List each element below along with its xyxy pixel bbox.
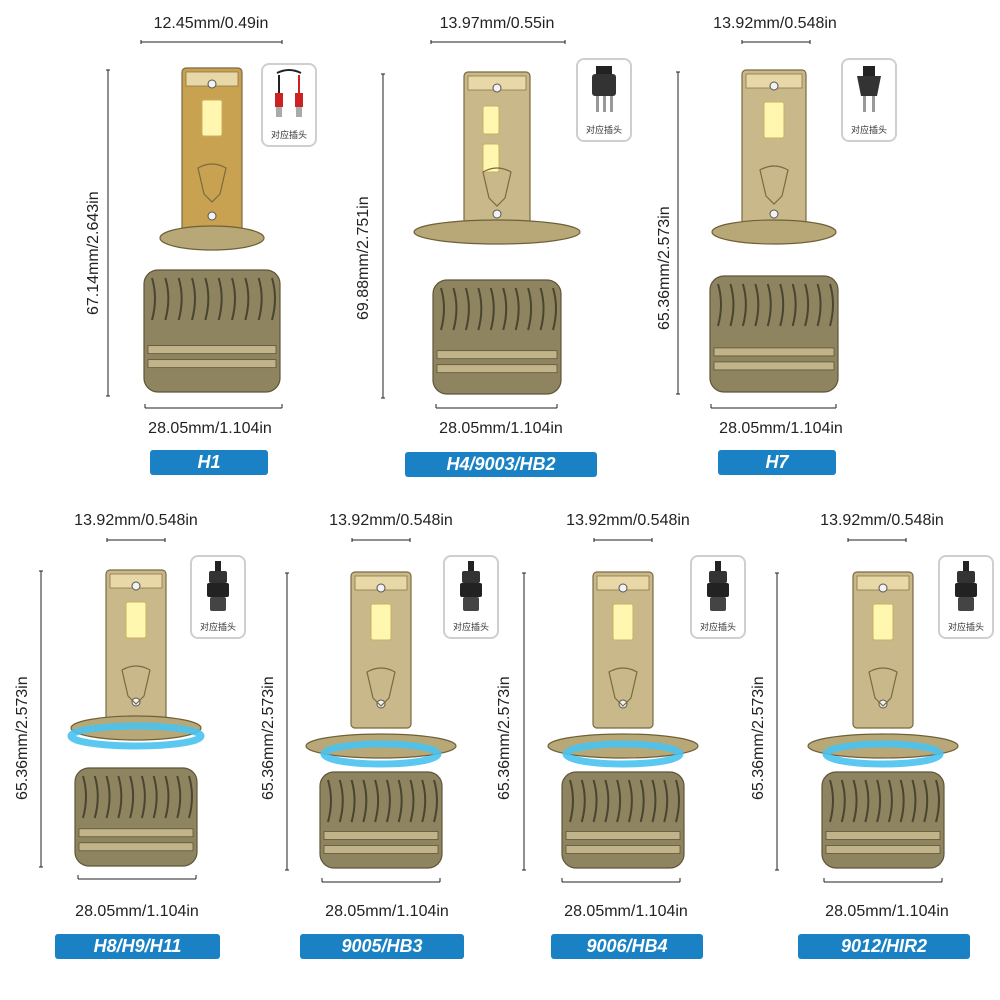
bulb-h7-image [676, 40, 839, 409]
top-dimension: 13.92mm/0.548in [820, 512, 944, 529]
type-label-9006: 9006/HB4 [551, 934, 703, 959]
top-dimension: 13.92mm/0.548in [74, 512, 198, 529]
bulb-body [413, 71, 581, 395]
socket-plug-icon [207, 561, 229, 611]
plug-box: 对应插头 [443, 555, 499, 639]
bulb-card-h1: 12.45mm/0.49in 67.14mm/2.643in 28.05mm/1… [0, 0, 330, 490]
bulb-body [67, 569, 205, 867]
bulb-card-9006: 13.92mm/0.548in 65.36mm/2.573in 28.05mm/… [490, 500, 750, 1000]
socket-plug-icon [707, 561, 729, 611]
socket-plug-icon [955, 561, 977, 611]
plug-caption: 对应插头 [270, 130, 307, 140]
bulb-body [143, 67, 281, 393]
bottom-dimension: 28.05mm/1.104in [825, 903, 949, 920]
plug-caption: 对应插头 [199, 622, 236, 632]
top-dimension: 12.45mm/0.49in [153, 15, 269, 32]
plug-box: 对应插头 [938, 555, 994, 639]
socket-plug-icon [460, 561, 482, 611]
type-label-9012: 9012/HIR2 [798, 934, 970, 959]
three-pin-plug-icon [592, 66, 616, 112]
bulb-card-h11: 13.92mm/0.548in 65.36mm/2.573in 28.05mm/… [0, 500, 250, 1000]
bulb-body [807, 571, 959, 869]
plug-box: 对应插头 [690, 555, 746, 639]
bottom-dimension: 28.05mm/1.104in [439, 420, 563, 437]
type-label-9005: 9005/HB3 [300, 934, 464, 959]
bulb-9006-image [522, 538, 699, 883]
type-label-h7: H7 [718, 450, 836, 475]
plug-caption: 对应插头 [699, 622, 736, 632]
plug-box: 对应插头 [576, 58, 632, 142]
bottom-dimension: 28.05mm/1.104in [75, 903, 199, 920]
two-pin-plug-icon [857, 66, 881, 112]
plug-caption: 对应插头 [850, 125, 887, 135]
bulb-body [305, 571, 457, 869]
bottom-dimension: 28.05mm/1.104in [148, 420, 272, 437]
type-label-h4: H4/9003/HB2 [405, 452, 597, 477]
top-dimension: 13.92mm/0.548in [713, 15, 837, 32]
top-dimension: 13.92mm/0.548in [329, 512, 453, 529]
bottom-dimension: 28.05mm/1.104in [719, 420, 843, 437]
plug-caption: 对应插头 [452, 622, 489, 632]
bottom-dimension: 28.05mm/1.104in [564, 903, 688, 920]
bulb-card-9005: 13.92mm/0.548in 65.36mm/2.573in 28.05mm/… [250, 500, 500, 1000]
type-label-h1: H1 [150, 450, 268, 475]
bulb-9005-image [285, 538, 457, 883]
plug-caption: 对应插头 [947, 622, 984, 632]
bulb-body [709, 69, 839, 393]
plug-box: 对应插头 [190, 555, 246, 639]
bulb-card-9012: 13.92mm/0.548in 65.36mm/2.573in 28.05mm/… [740, 500, 1000, 1000]
bulb-h1-image [106, 40, 283, 409]
bulb-9012-image [775, 538, 959, 883]
type-label-h11: H8/H9/H11 [55, 934, 220, 959]
bottom-dimension: 28.05mm/1.104in [325, 903, 449, 920]
top-dimension: 13.97mm/0.55in [439, 15, 555, 32]
bulb-card-h7: 13.92mm/0.548in 65.36mm/2.573in 28.05mm/… [650, 0, 1000, 490]
plug-box: 对应插头 [261, 63, 317, 147]
bulb-card-h4: 13.97mm/0.55in 69.88mm/2.751in 28.05mm/1… [330, 0, 670, 490]
bulb-h11-image [39, 538, 205, 880]
plug-box: 对应插头 [841, 58, 897, 142]
bulb-body [547, 571, 699, 869]
plug-caption: 对应插头 [585, 125, 622, 135]
top-dimension: 13.92mm/0.548in [566, 512, 690, 529]
bulb-h4-image [381, 40, 581, 409]
wire-terminal-icon [275, 69, 303, 117]
